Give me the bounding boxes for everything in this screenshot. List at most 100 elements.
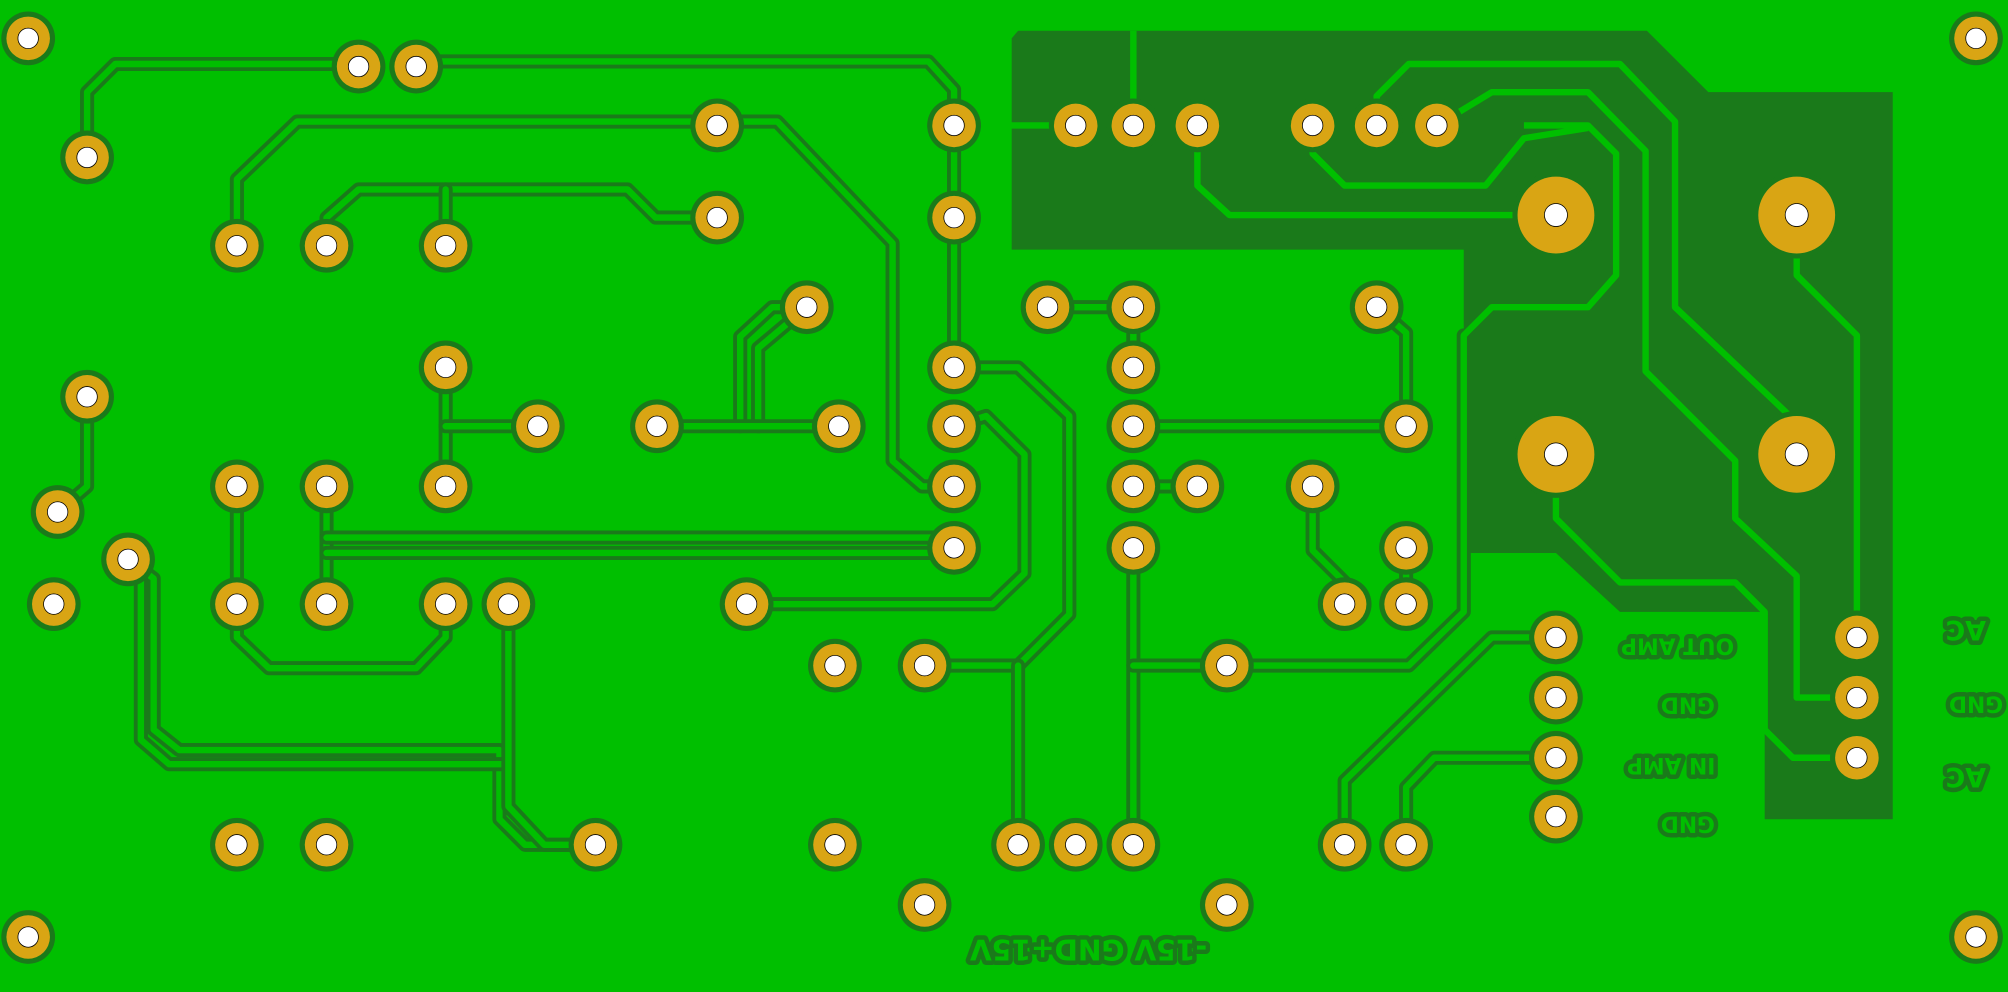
drill-hole (1065, 114, 1087, 137)
pad (60, 369, 114, 424)
pad (1829, 610, 1884, 665)
pad (418, 459, 473, 514)
label-gnd-2: GND (1661, 811, 1715, 836)
drill-hole (1426, 114, 1448, 137)
pad (1512, 171, 1600, 259)
pad (927, 459, 981, 514)
drill-hole (1965, 926, 1987, 948)
pad (927, 520, 981, 575)
drill-hole (943, 475, 965, 498)
pad (927, 340, 981, 395)
pad (719, 577, 774, 632)
drill-hole (1544, 442, 1568, 467)
drill-hole (76, 386, 98, 408)
drill-hole (1366, 296, 1388, 318)
drill-hole (43, 593, 65, 615)
pad (1409, 98, 1464, 153)
drill-hole (226, 475, 248, 498)
drill-hole (435, 356, 457, 378)
pad (418, 218, 473, 273)
drill-hole (1036, 296, 1059, 318)
pad (418, 577, 473, 632)
drill-hole (226, 593, 248, 615)
pad (1106, 520, 1161, 575)
pad (510, 399, 565, 454)
trace (80, 56, 366, 165)
pad (331, 39, 386, 94)
drill-hole (315, 593, 338, 615)
pad (60, 130, 114, 185)
drill-hole (315, 235, 338, 257)
pad (1317, 817, 1372, 872)
pad (210, 577, 264, 632)
drill-hole (1846, 686, 1868, 709)
label-ac-1: AC (1945, 614, 1986, 645)
drill-hole (943, 415, 965, 437)
pad (418, 340, 473, 395)
label-out-amp: OUT AMP (1621, 633, 1734, 658)
pad (1349, 98, 1404, 153)
trace (323, 186, 721, 249)
drill-hole (1545, 747, 1567, 769)
pad (210, 218, 264, 273)
drill-hole (315, 475, 338, 498)
pad (1753, 410, 1841, 498)
drill-hole (1965, 27, 1987, 50)
drill-hole (17, 27, 39, 50)
silkscreen-labels: OUT AMP GND IN AMP GND AC GND AC -15V GN… (965, 609, 2007, 970)
drill-hole (226, 834, 248, 856)
pad (808, 817, 862, 872)
drill-hole (1545, 806, 1567, 828)
pad (1512, 410, 1600, 498)
pad (1048, 817, 1103, 872)
traces (50, 54, 1563, 852)
pad (1349, 280, 1404, 335)
drill-hole (943, 206, 965, 229)
drill-hole (1366, 114, 1388, 137)
pad (1753, 171, 1841, 259)
pad (1106, 98, 1161, 153)
pad (1379, 520, 1434, 575)
pad (897, 638, 952, 693)
drill-hole (435, 593, 457, 615)
label-ac-2: AC (1945, 761, 1986, 792)
pad (1949, 910, 2003, 964)
pad (1285, 459, 1340, 514)
trace (137, 566, 506, 768)
pad (630, 399, 684, 454)
trace (1130, 332, 1467, 669)
drill-hole (1846, 626, 1868, 649)
pour-trace (1552, 454, 1857, 761)
drill-hole (1186, 475, 1209, 498)
drill-hole (1122, 834, 1144, 856)
pad (389, 39, 444, 94)
drill-hole (347, 55, 370, 78)
pad (299, 459, 354, 514)
drill-hole (1065, 834, 1087, 856)
pads (1, 11, 2003, 964)
label-gnd-ac: GND (1949, 690, 2003, 715)
drill-hole (435, 235, 457, 257)
pad (897, 878, 952, 932)
drill-hole (1846, 747, 1868, 769)
pad (1529, 670, 1583, 725)
pad (1829, 670, 1884, 725)
pad (1829, 730, 1884, 785)
pad (1106, 459, 1161, 514)
drill-hole (1122, 537, 1144, 559)
pad (299, 577, 354, 632)
drill-hole (1395, 415, 1417, 437)
label-power: -15V GND+15V (970, 933, 1207, 966)
drill-hole (706, 206, 728, 229)
pad (568, 817, 623, 872)
drill-hole (1545, 686, 1567, 709)
pad (1949, 11, 2003, 66)
pad (1285, 98, 1340, 153)
pad (690, 98, 745, 153)
pad (210, 817, 264, 872)
pad (101, 532, 155, 587)
drill-hole (1334, 593, 1356, 615)
drill-hole (1784, 442, 1809, 467)
drill-hole (1395, 537, 1417, 559)
drill-hole (1186, 114, 1209, 137)
